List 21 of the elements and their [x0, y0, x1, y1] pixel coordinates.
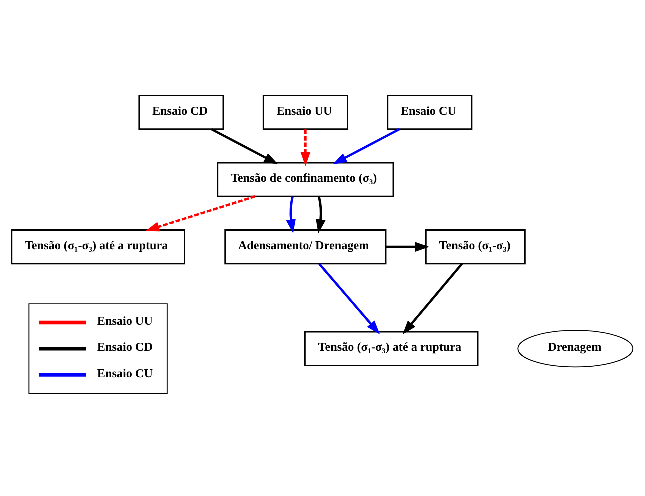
node-box: Tensão de confinamento (σ₃) [217, 162, 394, 198]
node-ellipse: Drenagem [518, 330, 634, 368]
arrow [333, 128, 400, 164]
legend-label: Ensaio CD [97, 340, 153, 354]
node-box: Ensaio CU [387, 95, 473, 130]
arrow [286, 196, 296, 234]
arrow [318, 263, 380, 335]
arrow [211, 128, 278, 164]
node-box: Adensamento/ Drenagem [224, 230, 387, 265]
arrow [300, 130, 311, 166]
legend-label: Ensaio CU [97, 366, 153, 380]
arrow [316, 196, 326, 234]
node-box: Tensão (σ₁-σ₃) até a ruptura [304, 331, 479, 366]
arrow [386, 242, 430, 252]
arrow [146, 196, 256, 232]
node-box: Ensaio CD [138, 95, 224, 130]
node-box: Ensaio UU [262, 95, 348, 130]
node-box: Tensão (σ₁-σ₃) até a ruptura [11, 230, 186, 265]
legend-label: Ensaio UU [97, 314, 153, 328]
node-box: Tensão (σ₁-σ₃) [425, 230, 526, 265]
arrow [402, 263, 464, 335]
